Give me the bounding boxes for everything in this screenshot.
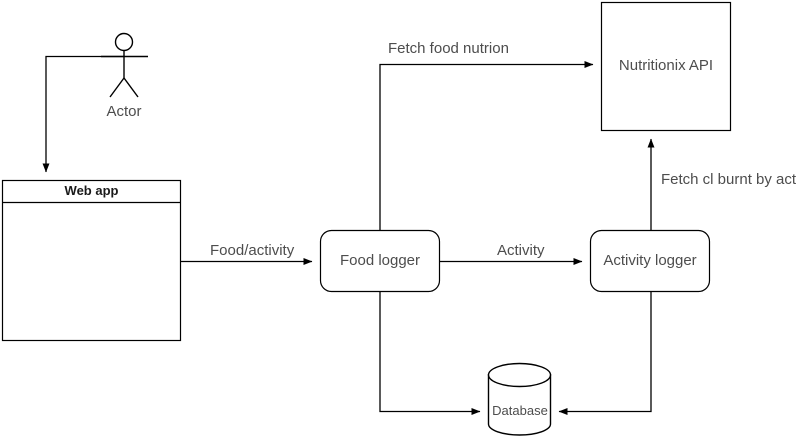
actor-head-icon xyxy=(114,32,134,52)
node-webapp[interactable] xyxy=(1,179,182,342)
edge-food-logger-to-database xyxy=(379,292,481,415)
actor-leg-left xyxy=(109,77,125,98)
database-label: Database xyxy=(492,403,548,418)
actor-label: Actor xyxy=(106,103,142,120)
edge-label-activity: Activity xyxy=(497,242,545,259)
database-body xyxy=(487,374,552,436)
node-nutritionix-api[interactable] xyxy=(600,1,732,132)
actor-stick-figure xyxy=(101,32,148,98)
edge-food-logger-to-nutritionix xyxy=(379,61,594,230)
webapp-box xyxy=(1,179,182,342)
nutritionix-api-box xyxy=(600,1,732,132)
nutritionix-api-label: Nutritionix API xyxy=(618,57,714,74)
edge-label-fetch-calories-burnt: Fetch cl burnt by act xyxy=(661,171,797,188)
node-activity-logger[interactable] xyxy=(589,229,711,293)
edge-label-food-activity: Food/activity xyxy=(210,242,295,259)
activity-logger-box xyxy=(589,229,711,293)
database-top xyxy=(487,362,552,388)
node-database[interactable] xyxy=(487,362,552,436)
edge-label-fetch-food-nutrition: Fetch food nutrion xyxy=(388,40,509,57)
activity-logger-label: Activity logger xyxy=(603,252,697,269)
edge-activity-logger-to-database xyxy=(558,292,652,415)
food-logger-label: Food logger xyxy=(339,252,421,269)
node-food-logger[interactable] xyxy=(319,229,441,293)
actor-leg-right xyxy=(123,77,139,98)
food-logger-box xyxy=(319,229,441,293)
webapp-title: Web app xyxy=(64,183,119,198)
edge-actor-to-webapp xyxy=(42,55,124,173)
